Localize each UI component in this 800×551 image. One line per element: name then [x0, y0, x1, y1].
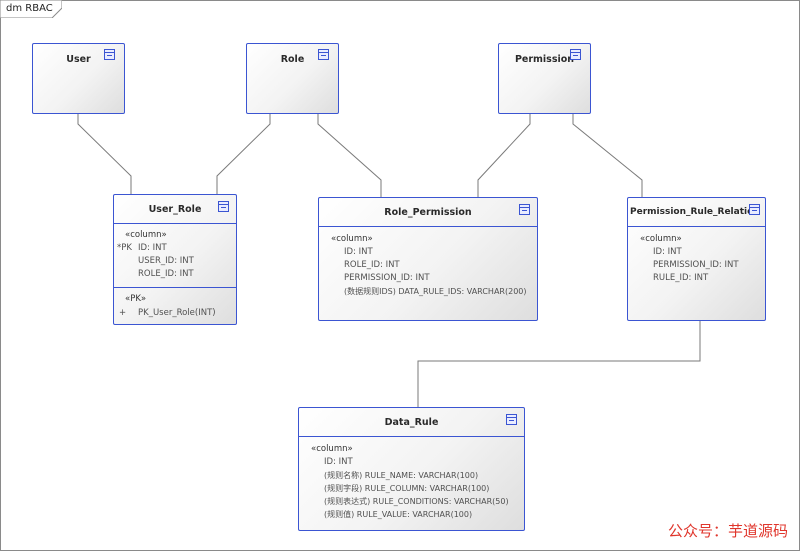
table-icon — [218, 201, 229, 212]
table-icon — [570, 49, 581, 60]
header-divider — [114, 223, 236, 224]
column-row: PERMISSION_ID: INT — [653, 260, 739, 270]
column-row: USER_ID: INT — [138, 256, 194, 266]
column-row: (规则表达式) RULE_CONDITIONS: VARCHAR(50) — [324, 497, 509, 506]
table-icon — [104, 49, 115, 60]
connector-permissionrule-datarule — [417, 321, 701, 407]
entity-name: Role_Permission — [384, 207, 472, 218]
column-row: (数据规则IDS) DATA_RULE_IDS: VARCHAR(200) — [344, 287, 527, 296]
column-row: (规则值) RULE_VALUE: VARCHAR(100) — [324, 510, 473, 519]
connector-role-rolepermission — [317, 114, 382, 197]
frame-tab — [0, 0, 62, 18]
entity-role[interactable]: Role — [246, 43, 339, 114]
column-row: PERMISSION_ID: INT — [344, 273, 430, 283]
column-row: RULE_ID: INT — [653, 273, 709, 283]
header-divider — [319, 226, 537, 227]
header-divider — [299, 436, 524, 437]
entity-name: User — [66, 54, 91, 65]
column-row: ID: INT — [324, 457, 353, 467]
connector-user-userrole — [77, 114, 132, 194]
header-divider — [628, 226, 765, 227]
column-row: (规则字段) RULE_COLUMN: VARCHAR(100) — [324, 484, 490, 493]
frame-label: dm RBAC — [6, 3, 53, 14]
entity-name: Data_Rule — [384, 417, 439, 428]
table-icon — [506, 414, 517, 425]
connector-role-userrole — [216, 114, 271, 194]
entity-user[interactable]: User — [32, 43, 125, 114]
entity-data-rule[interactable]: Data_Rule «column» ID: INT (规则名称) RULE_N… — [298, 407, 525, 531]
column-row: ROLE_ID: INT — [138, 269, 194, 279]
entity-name: Role — [280, 54, 305, 65]
column-stereotype: «column» — [331, 234, 373, 244]
watermark: 公众号：芋道源码 — [667, 522, 788, 540]
column-row: ID: INT — [138, 243, 167, 253]
entity-permission-rule-relation[interactable]: Permission_Rule_Relation «column» ID: IN… — [627, 197, 766, 321]
column-row: (规则名称) RULE_NAME: VARCHAR(100) — [324, 471, 479, 480]
table-icon — [749, 204, 760, 215]
entity-permission[interactable]: Permission — [498, 43, 591, 114]
column-stereotype: «column» — [125, 230, 167, 240]
pk-stereotype: «PK» — [125, 294, 147, 304]
entity-name: Permission_Rule_Relation — [630, 207, 760, 217]
connector-permission-rolepermission — [477, 114, 531, 197]
operation-row: PK_User_Role(INT) — [138, 308, 216, 318]
column-stereotype: «column» — [311, 444, 353, 454]
column-stereotype: «column» — [640, 234, 682, 244]
column-row: ID: INT — [653, 247, 682, 257]
entity-name: Permission — [514, 54, 575, 65]
pk-marker: *PK — [117, 243, 132, 253]
entity-user-role[interactable]: User_Role «column» *PK ID: INT USER_ID: … — [113, 194, 237, 325]
entity-role-permission[interactable]: Role_Permission «column» ID: INT ROLE_ID… — [318, 197, 538, 321]
section-divider — [114, 287, 236, 288]
table-icon — [519, 204, 530, 215]
table-icon — [318, 49, 329, 60]
column-row: ID: INT — [344, 247, 373, 257]
column-row: ROLE_ID: INT — [344, 260, 400, 270]
entity-name: User_Role — [148, 204, 202, 215]
connector-permission-permissionrule — [572, 114, 643, 197]
operation-visibility: + — [119, 308, 127, 318]
